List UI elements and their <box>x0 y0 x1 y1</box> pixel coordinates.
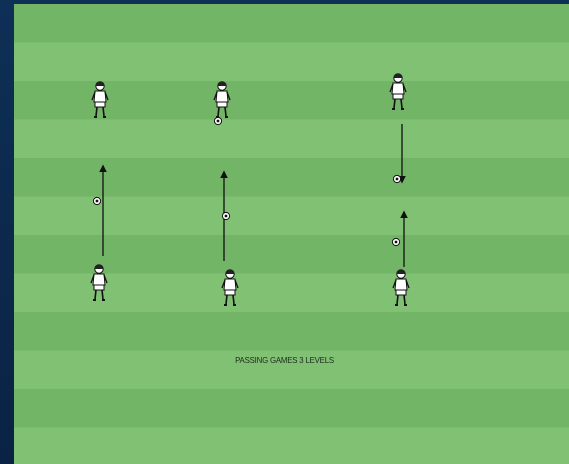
player-bottom-3 <box>393 270 409 306</box>
player-top-3 <box>390 74 406 110</box>
player-top-2 <box>214 82 230 118</box>
diagram-caption: PASSING GAMES 3 LEVELS <box>23 355 546 365</box>
player-bottom-2 <box>222 270 238 306</box>
player-bottom-1 <box>91 265 107 301</box>
ball-2 <box>222 212 229 219</box>
ball-at-feet-2 <box>214 117 221 124</box>
player-top-1 <box>92 82 108 118</box>
ball-bottom-3 <box>392 238 399 245</box>
ball-1 <box>93 197 100 204</box>
ball-top-3 <box>393 175 400 182</box>
